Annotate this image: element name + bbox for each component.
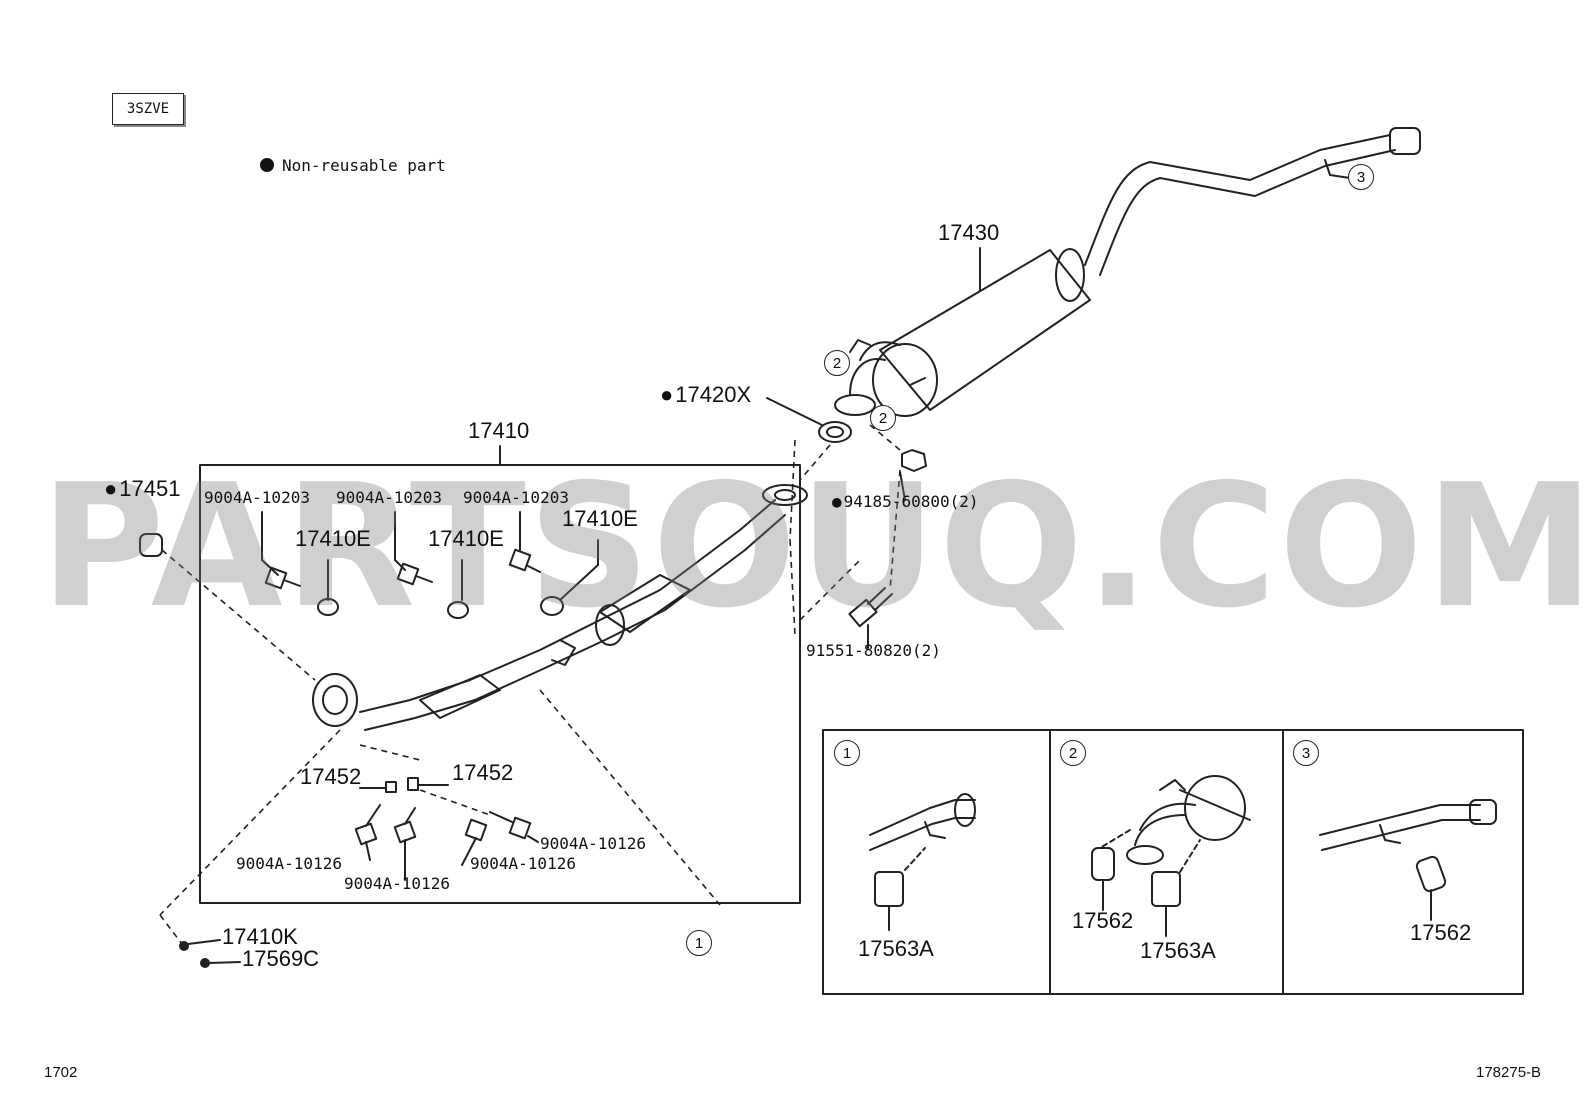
label-17430[interactable]: 17430 xyxy=(938,220,1000,245)
legend-text: Non-reusable part xyxy=(282,156,446,175)
nut-94185 xyxy=(901,449,927,472)
label-17410k[interactable]: 17410K xyxy=(222,924,298,949)
bolt-91551 xyxy=(848,587,893,649)
label-17410[interactable]: 17410 xyxy=(468,418,530,443)
detail-1-label-17563a[interactable]: 17563A xyxy=(858,936,934,961)
engine-code-box: 3SZVE xyxy=(112,93,184,125)
callout-1[interactable]: 1 xyxy=(686,930,712,956)
label-bolt-10203-c[interactable]: 9004A-10203 xyxy=(463,488,569,507)
label-bolt-10203-b[interactable]: 9004A-10203 xyxy=(336,488,442,507)
bolt-group-upper xyxy=(261,511,541,590)
callout-3[interactable]: 3 xyxy=(1348,164,1374,190)
detail-2-label-17562[interactable]: 17562 xyxy=(1072,908,1134,933)
muffler-17430 xyxy=(834,127,1421,417)
detail-2-label-17563a[interactable]: 17563A xyxy=(1140,938,1216,963)
front-pipe-17410 xyxy=(312,484,808,731)
label-bolt-10126-b[interactable]: 9004A-10126 xyxy=(344,874,450,893)
footer-page-number: 1702 xyxy=(44,1064,78,1081)
detail-3-label-17562[interactable]: 17562 xyxy=(1410,920,1472,945)
detail-1-drawing xyxy=(869,793,976,931)
detail-2-number: 2 xyxy=(1060,740,1086,766)
label-17569c[interactable]: 17569C xyxy=(242,946,320,971)
label-gasket-17452-left[interactable]: 17452 xyxy=(300,764,362,789)
label-bolt-10126-d[interactable]: 9004A-10126 xyxy=(540,834,646,853)
detail-box xyxy=(822,729,1524,995)
insulator-17451 xyxy=(139,533,163,557)
clamp-group xyxy=(317,539,599,619)
label-bolt-10126-c[interactable]: 9004A-10126 xyxy=(470,854,576,873)
callout-2-lower[interactable]: 2 xyxy=(870,405,896,431)
label-bolt-10203-a[interactable]: 9004A-10203 xyxy=(204,488,310,507)
label-bolt-10126-a[interactable]: 9004A-10126 xyxy=(236,854,342,873)
detail-2-drawing xyxy=(1091,775,1251,937)
label-91551-80820[interactable]: 91551-80820(2) xyxy=(806,641,941,660)
callout-2-upper[interactable]: 2 xyxy=(824,350,850,376)
legend: Non-reusable part xyxy=(260,156,446,175)
gasket-17420x xyxy=(818,421,852,443)
label-clamp-17410e-c[interactable]: 17410E xyxy=(562,506,638,531)
detail-3-drawing xyxy=(1319,799,1497,921)
label-clamp-17410e-b[interactable]: 17410E xyxy=(428,526,504,551)
label-gasket-17452-right[interactable]: 17452 xyxy=(452,760,514,785)
detail-1-number: 1 xyxy=(834,740,860,766)
footer-diagram-id: 178275-B xyxy=(1476,1064,1542,1081)
label-94185-60800[interactable]: 94185-60800(2) xyxy=(832,494,979,510)
label-17420x[interactable]: 17420X xyxy=(660,384,751,406)
label-clamp-17410e-a[interactable]: 17410E xyxy=(295,526,371,551)
non-reusable-dot-icon xyxy=(260,158,274,172)
lower-bracket-group xyxy=(354,777,539,881)
engine-code: 3SZVE xyxy=(126,101,170,117)
label-17451[interactable]: 17451 xyxy=(104,478,180,500)
detail-3-number: 3 xyxy=(1293,740,1319,766)
